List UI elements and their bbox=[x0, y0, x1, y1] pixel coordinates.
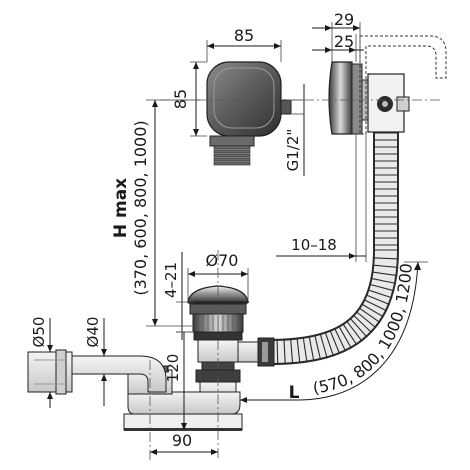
dim-waste-height-label: 4–21 bbox=[162, 262, 180, 298]
hose-rib bbox=[363, 298, 388, 312]
thread-ring bbox=[213, 149, 251, 154]
hose-rib bbox=[369, 283, 395, 292]
dim-thread-label: G1/2" bbox=[284, 129, 302, 172]
hose-rib bbox=[365, 294, 390, 306]
hose-rib bbox=[308, 335, 315, 362]
dim-hose-length-symbol: L bbox=[289, 383, 300, 403]
thread-ring bbox=[213, 161, 251, 166]
corrugated-hose bbox=[269, 122, 399, 365]
hose-rib bbox=[349, 317, 368, 338]
dim-overflow-height-label: 85 bbox=[171, 89, 190, 109]
hose-rib bbox=[360, 303, 384, 318]
hose-rib bbox=[319, 333, 328, 359]
dim-height-max-title: H max bbox=[111, 178, 131, 238]
hose-rib bbox=[283, 338, 286, 365]
hose-rib bbox=[345, 320, 363, 342]
dim-plate-offsets: 29 25 bbox=[312, 10, 364, 62]
hose-rib bbox=[367, 289, 393, 299]
dim-height-max-values: (370, 600, 800, 1000) bbox=[131, 120, 150, 295]
outlet-pipe bbox=[27, 349, 167, 395]
hose-rib bbox=[324, 331, 335, 357]
dim-overflow-width: 85 bbox=[206, 26, 282, 62]
hose-rib bbox=[342, 322, 358, 346]
hose-rib bbox=[372, 257, 399, 260]
dim-wall-range-label: 10–18 bbox=[291, 236, 337, 254]
dim-plate-offset-label: 29 bbox=[334, 10, 354, 29]
hose-rib bbox=[296, 337, 301, 364]
dim-trap-width-label: 90 bbox=[172, 431, 192, 450]
hose-rib bbox=[333, 327, 347, 352]
dim-overflow-height: 85 bbox=[171, 61, 207, 137]
dim-overflow-width-label: 85 bbox=[234, 26, 254, 45]
thread-ring bbox=[213, 157, 251, 162]
dim-height-max: H max (370, 600, 800, 1000) bbox=[111, 99, 200, 327]
hose-rib bbox=[370, 277, 397, 284]
dim-trap-height-label: 120 bbox=[164, 354, 182, 383]
dim-thread: G1/2" bbox=[284, 84, 305, 176]
hose-rib bbox=[371, 271, 398, 277]
hose-rib bbox=[302, 336, 308, 363]
dim-waste-diameter: Ø70 bbox=[187, 251, 249, 300]
overflow-body bbox=[206, 61, 292, 166]
hose-rib bbox=[276, 338, 279, 365]
overflow-outlet-thread bbox=[213, 145, 251, 166]
dim-plate-thickness-label: 25 bbox=[334, 32, 354, 51]
thread-ring bbox=[213, 145, 251, 150]
dim-outlet-d40-label: Ø40 bbox=[84, 317, 102, 348]
hose-rib bbox=[314, 334, 322, 361]
thread-ring bbox=[213, 153, 251, 158]
hose-rib bbox=[352, 314, 373, 334]
dim-outlet-diameters: Ø50 Ø40 bbox=[30, 317, 107, 408]
dim-wall-range: 10–18 bbox=[276, 134, 367, 262]
hose-rib bbox=[338, 325, 352, 349]
dim-trap-width: 90 bbox=[150, 431, 218, 455]
hose-rib bbox=[329, 329, 341, 355]
hose-rib bbox=[355, 310, 377, 329]
trap-body bbox=[123, 365, 243, 431]
dim-trap-height: 120 bbox=[164, 331, 196, 431]
hose-rib bbox=[358, 307, 381, 324]
overflow-cover bbox=[328, 61, 410, 135]
dim-waste-height: 4–21 bbox=[162, 252, 194, 340]
hose-rib bbox=[290, 338, 294, 365]
dim-outlet-d50-label: Ø50 bbox=[30, 317, 48, 348]
hose-rib bbox=[372, 264, 399, 268]
dim-waste-diameter-label: Ø70 bbox=[206, 251, 239, 270]
hose-connector bbox=[237, 337, 275, 367]
